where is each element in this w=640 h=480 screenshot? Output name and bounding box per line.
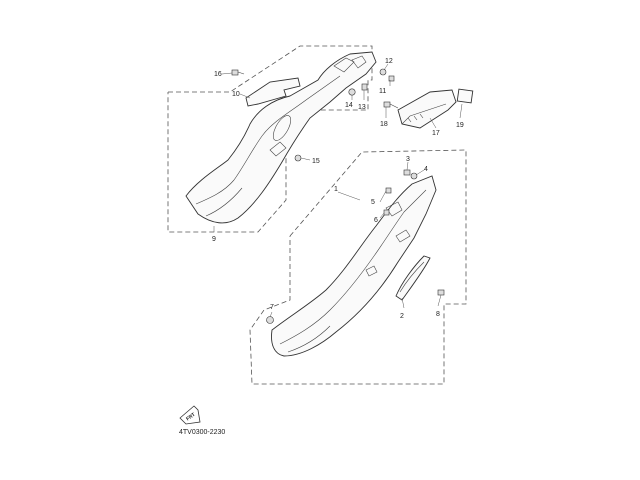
bolt-16 xyxy=(231,69,245,76)
group-boundary-upper xyxy=(167,45,373,233)
callout-15: 15 xyxy=(312,158,320,165)
callout-18: 18 xyxy=(380,121,388,128)
damper-4 xyxy=(410,172,418,180)
callout-12: 12 xyxy=(385,58,393,65)
callout-2: 2 xyxy=(400,313,404,320)
side-cover-left xyxy=(185,51,377,224)
callout-17: 17 xyxy=(432,130,440,137)
grommet-12 xyxy=(379,68,387,76)
bolt-3 xyxy=(403,169,411,176)
callout-3: 3 xyxy=(406,156,410,163)
callout-19: 19 xyxy=(456,122,464,129)
callout-8: 8 xyxy=(436,311,440,318)
bolt-18 xyxy=(383,101,399,109)
side-cover-right xyxy=(271,175,437,357)
callout-14: 14 xyxy=(345,102,353,109)
callout-4: 4 xyxy=(424,166,428,173)
front-badge-label: FRT xyxy=(185,412,196,422)
callout-9: 9 xyxy=(212,236,216,243)
group-boundary-lower xyxy=(249,149,467,385)
leader-lines xyxy=(213,63,463,318)
tail-cover-17 xyxy=(397,88,474,129)
nut-7 xyxy=(266,316,274,324)
collar-13 xyxy=(361,83,368,91)
callout-13: 13 xyxy=(358,104,366,111)
bolt-11 xyxy=(388,75,395,82)
screw-8 xyxy=(437,289,445,296)
front-arrow-icon: FRT xyxy=(179,405,201,425)
nut-5 xyxy=(385,187,392,194)
callout-7: 7 xyxy=(270,304,274,311)
callout-11: 11 xyxy=(379,88,386,95)
drawing-code: 4TV0300-2230 xyxy=(179,429,225,436)
grommet-14 xyxy=(348,88,356,96)
emblem-2 xyxy=(395,255,431,301)
emblem-detail xyxy=(399,261,425,293)
callout-16: 16 xyxy=(214,71,222,78)
nut-6 xyxy=(383,209,390,216)
nut-15 xyxy=(294,154,302,162)
callout-6: 6 xyxy=(374,217,378,224)
callout-1: 1 xyxy=(334,186,338,193)
callout-5: 5 xyxy=(371,199,375,206)
bracket-10 xyxy=(245,77,301,107)
callout-10: 10 xyxy=(232,91,240,98)
